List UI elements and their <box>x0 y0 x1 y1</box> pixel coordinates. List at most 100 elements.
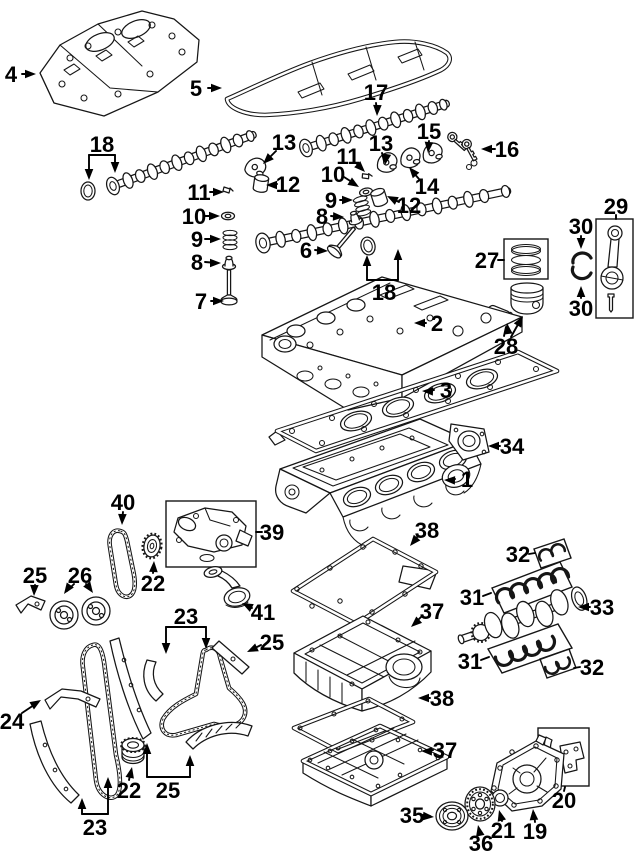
part-number-label[interactable]: 12 <box>276 172 300 197</box>
callout-20[interactable]: 20 <box>552 786 576 813</box>
callout-13[interactable]: 13 <box>369 131 393 166</box>
part-number-label[interactable]: 31 <box>460 585 484 610</box>
part-number-label[interactable]: 25 <box>23 563 47 588</box>
callout-16[interactable]: 16 <box>481 137 519 162</box>
part-number-label[interactable]: 25 <box>260 630 284 655</box>
part-number-label[interactable]: 30 <box>569 214 593 239</box>
callout-8[interactable]: 8 <box>316 204 344 229</box>
part-number-label[interactable]: 35 <box>400 803 424 828</box>
part-number-label[interactable]: 17 <box>364 80 388 105</box>
callout-26[interactable]: 26 <box>60 563 96 596</box>
part-number-label[interactable]: 10 <box>321 162 345 187</box>
callout-28[interactable]: 28 <box>494 314 527 359</box>
part-number-label[interactable]: 21 <box>491 818 515 843</box>
part-number-label[interactable]: 40 <box>111 490 135 515</box>
callout-8[interactable]: 8 <box>191 250 221 275</box>
part-number-label[interactable]: 11 <box>187 180 210 205</box>
callout-1[interactable]: 1 <box>444 467 473 492</box>
callout-10[interactable]: 10 <box>182 204 220 229</box>
callout-37[interactable]: 37 <box>421 738 457 763</box>
callout-3[interactable]: 3 <box>422 378 452 403</box>
callout-21[interactable]: 21 <box>491 809 515 843</box>
part-number-label[interactable]: 6 <box>300 238 312 263</box>
part-number-label[interactable]: 20 <box>552 788 576 813</box>
part-number-label[interactable]: 11 <box>336 144 359 169</box>
callout-31[interactable]: 31 <box>460 585 492 610</box>
callout-13[interactable]: 13 <box>260 130 296 167</box>
callout-6[interactable]: 6 <box>300 238 328 263</box>
part-number-label[interactable]: 13 <box>272 130 296 155</box>
callout-23[interactable]: 23 <box>161 604 211 654</box>
part-number-label[interactable]: 2 <box>431 311 443 336</box>
callout-14[interactable]: 14 <box>406 164 440 199</box>
part-number-label[interactable]: 39 <box>260 520 284 545</box>
callout-33[interactable]: 33 <box>578 595 614 620</box>
part-number-label[interactable]: 22 <box>117 778 141 803</box>
part-number-label[interactable]: 23 <box>174 604 198 629</box>
callout-5[interactable]: 5 <box>190 76 222 101</box>
part-number-label[interactable]: 9 <box>325 188 337 213</box>
part-number-label[interactable]: 37 <box>433 738 457 763</box>
callout-39[interactable]: 39 <box>255 520 284 545</box>
part-number-label[interactable]: 33 <box>590 595 614 620</box>
callout-9[interactable]: 9 <box>325 188 353 213</box>
callout-19[interactable]: 19 <box>523 809 547 844</box>
callout-12[interactable]: 12 <box>385 192 421 218</box>
callout-36[interactable]: 36 <box>469 824 493 855</box>
callout-25[interactable]: 25 <box>23 563 47 596</box>
part-number-label[interactable]: 36 <box>469 831 493 855</box>
part-number-label[interactable]: 1 <box>461 467 473 492</box>
callout-22[interactable]: 22 <box>117 766 141 803</box>
part-number-label[interactable]: 14 <box>415 174 440 199</box>
part-number-label[interactable]: 13 <box>369 131 393 156</box>
callout-35[interactable]: 35 <box>400 803 435 828</box>
callout-31[interactable]: 31 <box>458 649 490 674</box>
part-number-label[interactable]: 31 <box>458 649 482 674</box>
part-number-label[interactable]: 34 <box>500 434 525 459</box>
part-number-label[interactable]: 23 <box>83 815 107 840</box>
callout-11[interactable]: 11 <box>187 180 224 205</box>
part-number-label[interactable]: 8 <box>316 204 328 229</box>
callout-24[interactable]: 24 <box>0 696 43 734</box>
callout-11[interactable]: 11 <box>336 144 368 175</box>
part-number-label[interactable]: 32 <box>506 542 530 567</box>
part-number-label[interactable]: 38 <box>430 686 454 711</box>
part-number-label[interactable]: 27 <box>475 248 499 273</box>
part-number-label[interactable]: 12 <box>397 193 421 218</box>
callout-30[interactable]: 30 <box>569 214 593 249</box>
part-number-label[interactable]: 22 <box>141 571 165 596</box>
callout-41[interactable]: 41 <box>240 599 275 625</box>
part-number-label[interactable]: 32 <box>580 655 604 680</box>
part-number-label[interactable]: 30 <box>569 296 593 321</box>
part-number-label[interactable]: 29 <box>604 194 628 219</box>
callout-15[interactable]: 15 <box>417 119 441 153</box>
part-number-label[interactable]: 25 <box>156 778 180 803</box>
callout-2[interactable]: 2 <box>414 311 443 336</box>
part-number-label[interactable]: 16 <box>495 137 519 162</box>
part-number-label[interactable]: 18 <box>372 280 396 305</box>
callout-4[interactable]: 4 <box>5 62 36 87</box>
callout-38[interactable]: 38 <box>407 518 440 549</box>
callout-25[interactable]: 25 <box>245 630 284 656</box>
part-number-label[interactable]: 19 <box>523 819 547 844</box>
callout-9[interactable]: 9 <box>191 227 221 252</box>
part-number-label[interactable]: 5 <box>190 76 202 101</box>
part-number-label[interactable]: 24 <box>0 709 25 734</box>
callout-38[interactable]: 38 <box>418 686 454 711</box>
callout-12[interactable]: 12 <box>266 172 300 197</box>
part-number-label[interactable]: 37 <box>420 599 444 624</box>
callout-18[interactable]: 18 <box>84 132 120 180</box>
part-number-label[interactable]: 8 <box>191 250 203 275</box>
part-number-label[interactable]: 9 <box>191 227 203 252</box>
callout-34[interactable]: 34 <box>488 434 525 459</box>
callout-29[interactable]: 29 <box>604 194 628 220</box>
part-number-label[interactable]: 28 <box>494 334 518 359</box>
part-number-label[interactable]: 3 <box>440 378 452 403</box>
part-number-label[interactable]: 38 <box>415 518 439 543</box>
part-number-label[interactable]: 18 <box>90 132 114 157</box>
callout-27[interactable]: 27 <box>475 248 505 273</box>
callout-32[interactable]: 32 <box>573 655 604 680</box>
callout-17[interactable]: 17 <box>364 80 388 116</box>
callout-23[interactable]: 23 <box>77 777 113 840</box>
part-number-label[interactable]: 41 <box>251 600 275 625</box>
